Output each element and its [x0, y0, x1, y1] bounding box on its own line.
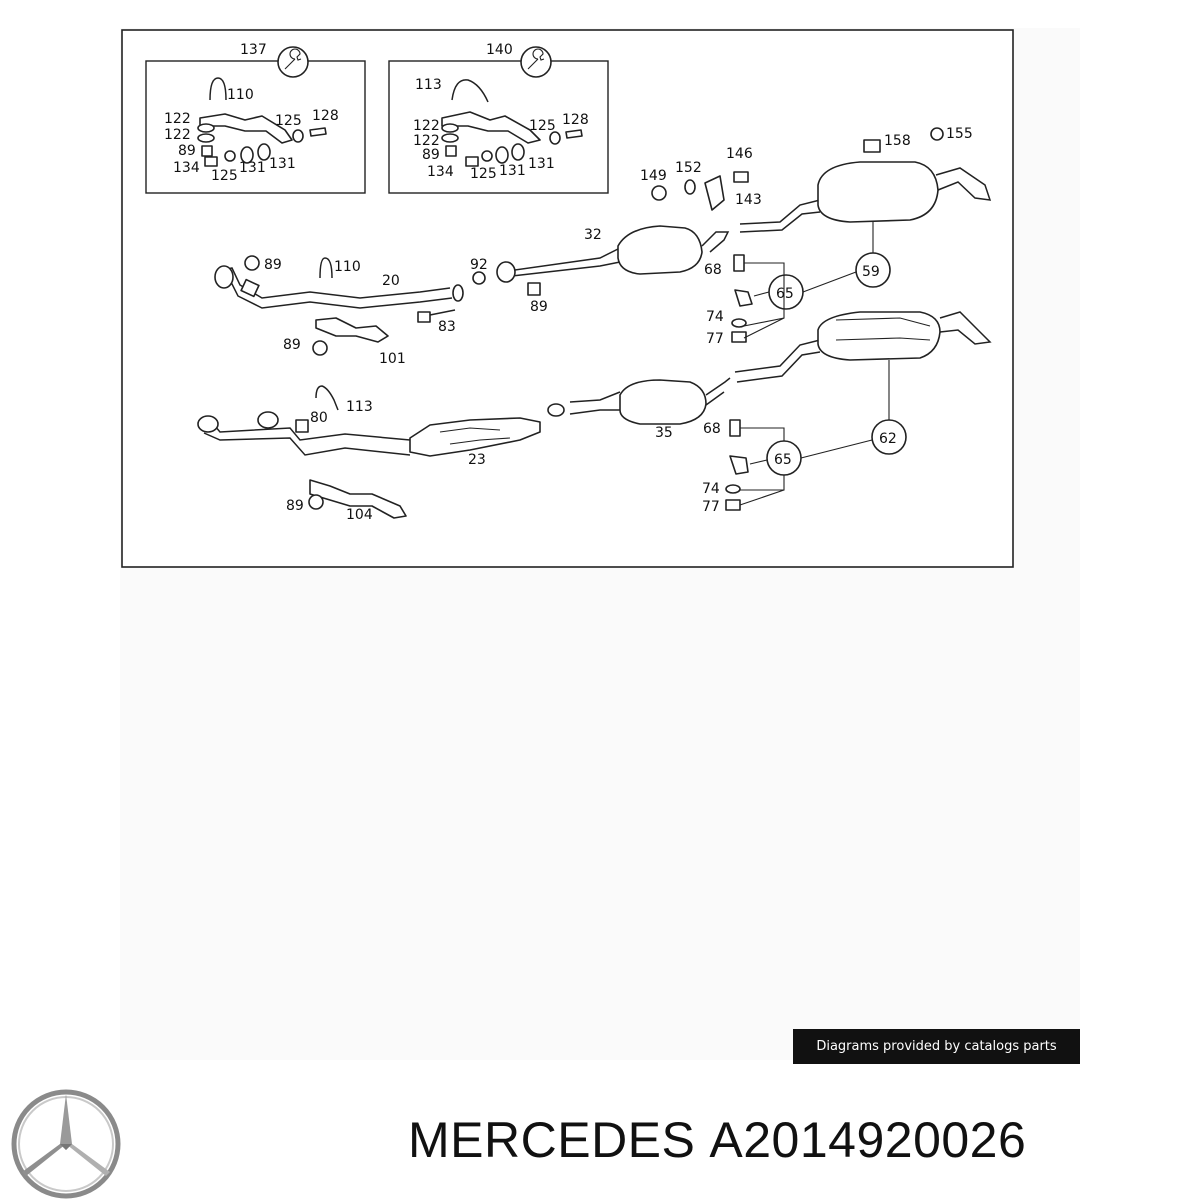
label-83: 83 — [438, 319, 456, 335]
label-32: 32 — [584, 227, 602, 243]
label-149: 149 — [640, 168, 667, 184]
label-152: 152 — [675, 160, 702, 176]
label-68: 68 — [704, 262, 722, 278]
label-125-d: 125 — [470, 166, 497, 182]
front-pipe-20 — [221, 267, 451, 299]
u-bolt-shape — [209, 77, 227, 101]
kit-140-box — [388, 60, 609, 194]
rear-muffler-59 — [817, 161, 939, 223]
label-128-b: 128 — [562, 112, 589, 128]
label-104: 104 — [346, 507, 373, 523]
label-89-c: 89 — [264, 257, 282, 273]
label-101: 101 — [379, 351, 406, 367]
label-80: 80 — [310, 410, 328, 426]
label-113: 113 — [415, 77, 442, 93]
label-89-f: 89 — [286, 498, 304, 514]
bracket-104 — [309, 479, 407, 519]
label-92: 92 — [470, 257, 488, 273]
label-134-b: 134 — [427, 164, 454, 180]
mercedes-star-icon — [11, 1089, 121, 1199]
wrench-icon[interactable] — [277, 46, 309, 78]
brand-name: MERCEDES — [408, 1112, 696, 1168]
label-77: 77 — [706, 331, 724, 347]
label-74-b: 74 — [702, 481, 720, 497]
catalytic-converter-23 — [409, 417, 541, 457]
label-89: 89 — [178, 143, 196, 159]
kit-137-bracket — [199, 113, 293, 144]
kit-140-label: 140 — [486, 42, 513, 58]
label-125-c: 125 — [529, 118, 556, 134]
label-113-b: 113 — [346, 399, 373, 415]
label-125: 125 — [275, 113, 302, 129]
label-134: 134 — [173, 160, 200, 176]
label-35: 35 — [655, 425, 673, 441]
label-23: 23 — [468, 452, 486, 468]
label-62: 62 — [879, 431, 897, 447]
label-74: 74 — [706, 309, 724, 325]
label-89-d: 89 — [530, 299, 548, 315]
label-131-b: 131 — [269, 156, 296, 172]
diagram-credit: Diagrams provided by catalogs parts — [793, 1029, 1080, 1064]
label-128: 128 — [312, 108, 339, 124]
label-146: 146 — [726, 146, 753, 162]
label-131-d: 131 — [528, 156, 555, 172]
label-143: 143 — [735, 192, 762, 208]
label-122-b: 122 — [164, 127, 191, 143]
label-155: 155 — [946, 126, 973, 142]
bracket-101 — [315, 317, 389, 343]
label-158: 158 — [884, 133, 911, 149]
label-89-b: 89 — [422, 147, 440, 163]
label-77-b: 77 — [702, 499, 720, 515]
middle-muffler-32 — [617, 225, 703, 275]
label-122-d: 122 — [413, 133, 440, 149]
kit-140-bracket — [441, 111, 541, 144]
part-number: A2014920026 — [709, 1112, 1027, 1168]
label-122-c: 122 — [413, 118, 440, 134]
middle-muffler-35 — [619, 379, 707, 425]
label-89-e: 89 — [283, 337, 301, 353]
label-110-b: 110 — [334, 259, 361, 275]
label-131-a: 131 — [239, 160, 266, 176]
label-131-c: 131 — [499, 163, 526, 179]
label-65-b: 65 — [774, 452, 792, 468]
label-110: 110 — [227, 87, 254, 103]
label-65: 65 — [776, 286, 794, 302]
label-125-b: 125 — [211, 168, 238, 184]
label-122-a: 122 — [164, 111, 191, 127]
label-20: 20 — [382, 273, 400, 289]
wrench-icon[interactable] — [520, 46, 552, 78]
label-68-b: 68 — [703, 421, 721, 437]
rear-muffler-62 — [817, 311, 941, 361]
kit-137-label: 137 — [240, 42, 267, 58]
label-59: 59 — [862, 264, 880, 280]
